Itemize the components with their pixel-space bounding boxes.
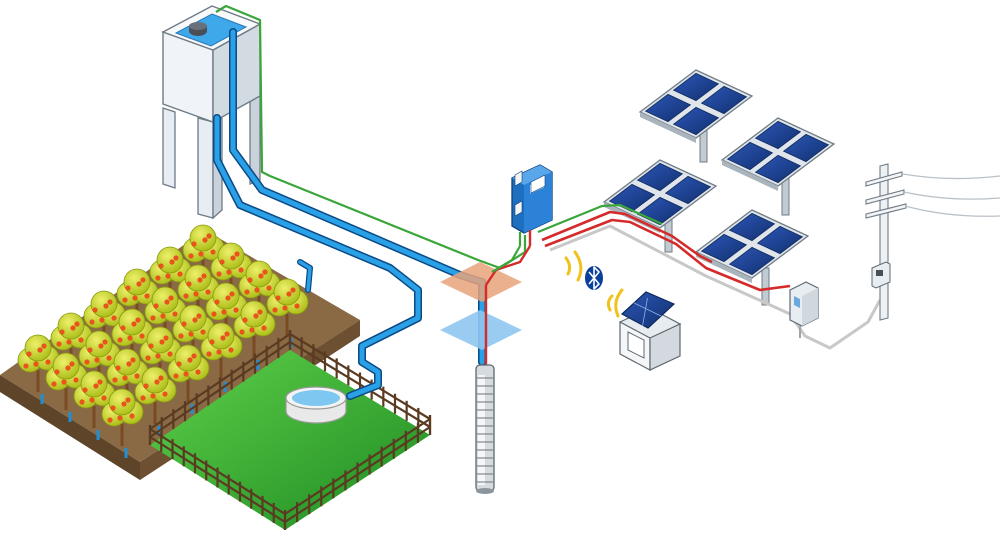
solar-monitoring-station-icon (618, 291, 682, 371)
fruit-tree-icon (134, 366, 177, 436)
fruit-tree-icon (167, 344, 210, 414)
fruit-tree-icon (139, 326, 182, 396)
wireless-waves-left (564, 250, 583, 282)
solar-panel-icon (638, 69, 754, 163)
water-table-icon (440, 310, 522, 350)
bluetooth-icon (585, 266, 603, 290)
submersible-pump-icon (475, 364, 495, 494)
solar-array (602, 69, 836, 306)
fruit-tree-icon (101, 388, 144, 458)
inverter-controller-icon (511, 164, 553, 246)
grid-line (549, 224, 882, 350)
wireless-waves-right (606, 288, 624, 318)
fence (148, 330, 432, 530)
fruit-tree-icon (73, 370, 116, 440)
fruit-tree-icon (200, 322, 243, 392)
fruit-tree-icon (45, 352, 88, 422)
electrical-box-icon (789, 281, 819, 338)
fruit-tree-icon (205, 282, 248, 352)
water-trough-icon (285, 386, 347, 424)
fruit-tree-icon (17, 334, 60, 404)
signal-line (215, 4, 527, 270)
water-tower-icon (161, 5, 262, 220)
solar-panel-icon (694, 209, 810, 306)
fruit-tree-icon (266, 278, 309, 348)
fruit-tree-icon (17, 224, 309, 458)
solar-panel-icon (720, 117, 836, 216)
ground-layer-icon (440, 262, 522, 302)
solar-power-lines (537, 203, 791, 292)
bluetooth-link (564, 250, 624, 318)
utility-pole-icon (865, 163, 1000, 321)
fruit-tree-icon (233, 300, 276, 370)
